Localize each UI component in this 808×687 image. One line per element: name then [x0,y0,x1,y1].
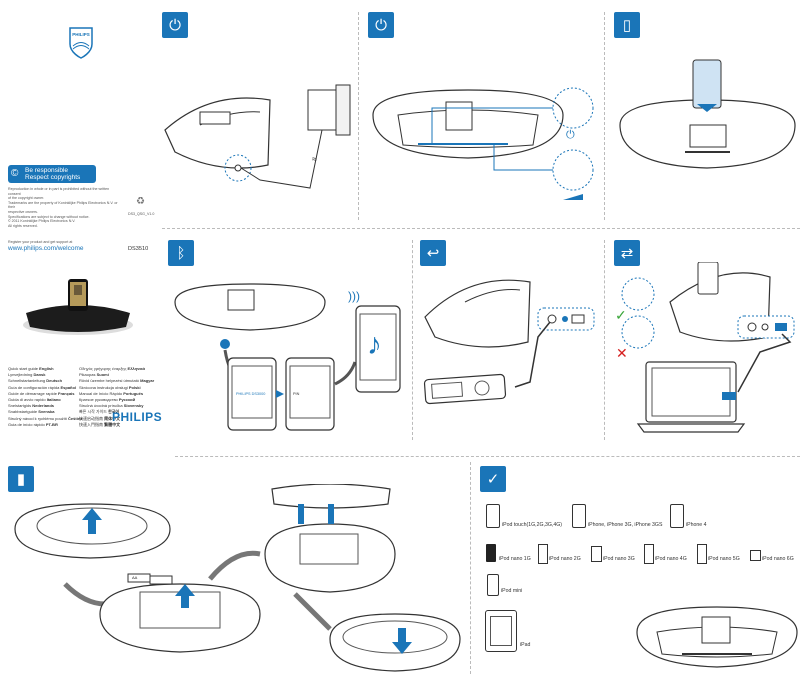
battery-label: AA [132,575,138,580]
list-item: Stručná úvodná príručka Slovensky [79,403,144,409]
svg-text:))): ))) [348,289,360,303]
list-item: Quick start guide English [8,366,54,371]
device-icon [490,616,512,646]
device-icon [487,574,499,596]
list-item: Snelstartgids Nederlands [8,403,55,409]
product-photo [18,275,138,340]
language-list-left: Quick start guide English Lynvejledning … [8,366,83,428]
philips-wordmark: PHILIPS [112,410,163,424]
copyright-line2: Respect copyrights [25,174,81,181]
list-item: Pikaopas Suomi [79,372,109,378]
battery-illustration [14,484,461,672]
list-item: 快速启动指南 简体中文 [79,415,121,421]
svg-text:♪: ♪ [367,328,382,361]
device-label: iPhone 4 [686,522,707,528]
website-link[interactable]: www.philips.com/welcome [8,245,84,252]
aux-in-icon: ↩ [420,240,446,266]
list-item: Guida di avvio rapido Italiano [8,397,61,403]
sync-icon: ⇄ [614,240,640,266]
list-item: Guide de démarrage rapide Français [8,390,75,396]
aux-illustration [423,279,595,405]
list-item: Guía de configuración rápida Español [8,384,77,390]
list-item: Lynvejledning Dansk [8,372,46,378]
bt-screen-pin: PIN [293,392,300,396]
device-icon [697,544,707,564]
device-icon [591,546,602,562]
copyright-line1: Be responsible [25,167,68,174]
device-label: iPad [520,642,531,648]
device-label: iPod nano 1G [499,556,531,562]
list-item: Schnellstartanleitung Deutsch [8,378,63,384]
plug-icon: ⏻ [162,12,188,38]
bt-screen-device-name: PHILIPS DS3000 [236,392,266,396]
copyright-icon: © [11,168,19,179]
sync-illustration: ✓ ✕ [615,262,795,433]
device-label: iPod nano 3G [603,556,635,562]
philips-shield-logo: PHILIPS [68,26,94,60]
copyright-badge: © Be responsible Respect copyrights [8,165,96,183]
list-item: Manual de Início Rápido Português [79,390,144,396]
list-item: Краткое руководство Русский [79,397,136,403]
list-item: Snabbstartguide Svenska [8,409,55,415]
device-label: iPod touch(1G,2G,3G,4G) [502,522,562,528]
device-icon [644,544,654,564]
device-icon [572,504,586,528]
device-label: iPod mini [501,588,523,594]
svg-text:≈: ≈ [312,154,317,164]
bluetooth-icon: ᛒ [168,240,194,266]
device-icon [670,504,684,528]
bluetooth-illustration: ♪ ))) [174,283,401,431]
power-icon: ⏻ [368,12,394,38]
battery-icon: ▮ [8,466,34,492]
device-label: iPod nano 5G [708,556,740,562]
device-icon [486,544,496,562]
device-label: iPhone, iPhone 3G, iPhone 3GS [588,522,663,528]
list-item: Skrócona instrukcja obsługi Polski [79,384,141,390]
device-icon [486,504,500,528]
svg-text:✓: ✓ [615,307,627,323]
model-number: DS3510 [128,246,149,252]
list-item: 빠른 시작 가이드 한국어 [79,409,120,415]
dock-speaker-illustration [636,606,798,668]
device-label: iPod nano 2G [549,556,581,562]
device-label: iPod nano 4G [655,556,687,562]
phone-icon: ▯ [614,12,640,38]
svg-text:⏻: ⏻ [566,129,575,141]
device-icon [485,610,517,652]
device-icon [750,550,761,561]
list-item: Guia de início rápido PT-BR [8,421,58,427]
dock-illustration [619,59,796,169]
website-label: Register your product and get support at [8,240,73,244]
power-on-illustration: ⏻ [372,87,594,200]
device-label: iPod nano 6G [762,556,794,562]
list-item: Stručný návod k rychlému použití Čeština [8,415,83,421]
list-item: 快速入門指南 繁體中文 [79,421,121,427]
recycle-icon: ♻ [136,196,145,207]
list-item: Οδηγός γρήγορης έναρξης Ελληνικά [79,366,145,371]
power-illustration: ≈ [164,84,351,189]
legal-code: DS3_QSG_V1.0 [128,212,155,216]
language-list-right: Οδηγός γρήγορης έναρξης Ελληνικά Pikaopa… [79,366,154,428]
list-item: Rövid üzembe helyezési útmutató Magyar [79,378,155,384]
svg-text:PHILIPS: PHILIPS [72,32,90,37]
checkmark-icon: ✓ [480,466,506,492]
device-icon [538,544,548,564]
legal-text: Reproduction in whole or in part is proh… [8,187,118,228]
svg-text:✕: ✕ [616,345,628,361]
